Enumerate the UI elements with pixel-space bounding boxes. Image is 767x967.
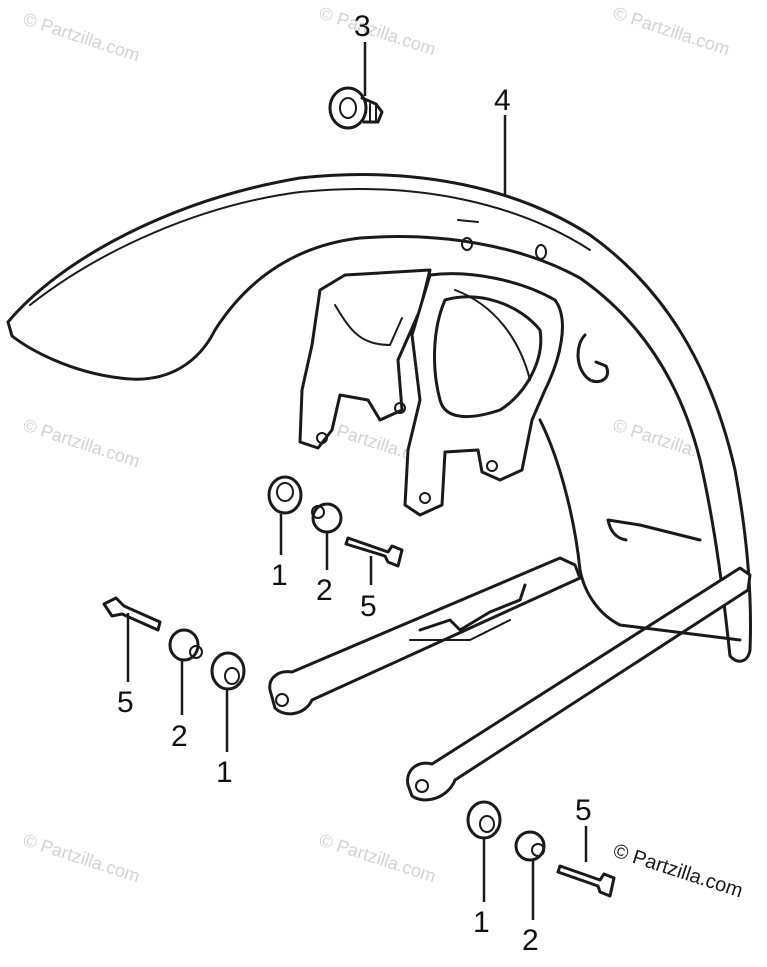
- callout-labels: 3 4 1 2 5 5 2 1 1 2 5: [117, 10, 592, 957]
- callout-5: 5: [117, 686, 134, 719]
- hardware-group-b: [102, 596, 246, 691]
- callout-2: 2: [316, 574, 333, 607]
- callout-4: 4: [494, 84, 511, 117]
- watermark: © Partzilla.com: [21, 415, 143, 472]
- hardware-group-c: [466, 800, 616, 898]
- leader-lines: [126, 42, 588, 920]
- copyright-notice: © Partzilla.com: [610, 840, 745, 903]
- callout-5: 5: [360, 590, 377, 623]
- callout-1: 1: [216, 756, 233, 789]
- watermark: © Partzilla.com: [317, 830, 439, 887]
- watermark: © Partzilla.com: [317, 3, 439, 60]
- fender-mounting-brackets: [298, 268, 609, 517]
- callout-2: 2: [171, 720, 188, 753]
- watermark: © Partzilla.com: [21, 9, 143, 66]
- watermark: © Partzilla.com: [611, 3, 733, 60]
- callout-1: 1: [271, 559, 288, 592]
- callout-1: 1: [473, 906, 490, 939]
- fender-stays: [268, 418, 752, 802]
- hardware-group-a: [267, 475, 404, 568]
- watermark: © Partzilla.com: [21, 830, 143, 887]
- callout-3: 3: [354, 10, 371, 43]
- watermarks: © Partzilla.com © Partzilla.com © Partzi…: [21, 3, 733, 887]
- callout-5: 5: [575, 794, 592, 827]
- callout-2: 2: [522, 924, 539, 957]
- part-3-grommet: [328, 86, 384, 130]
